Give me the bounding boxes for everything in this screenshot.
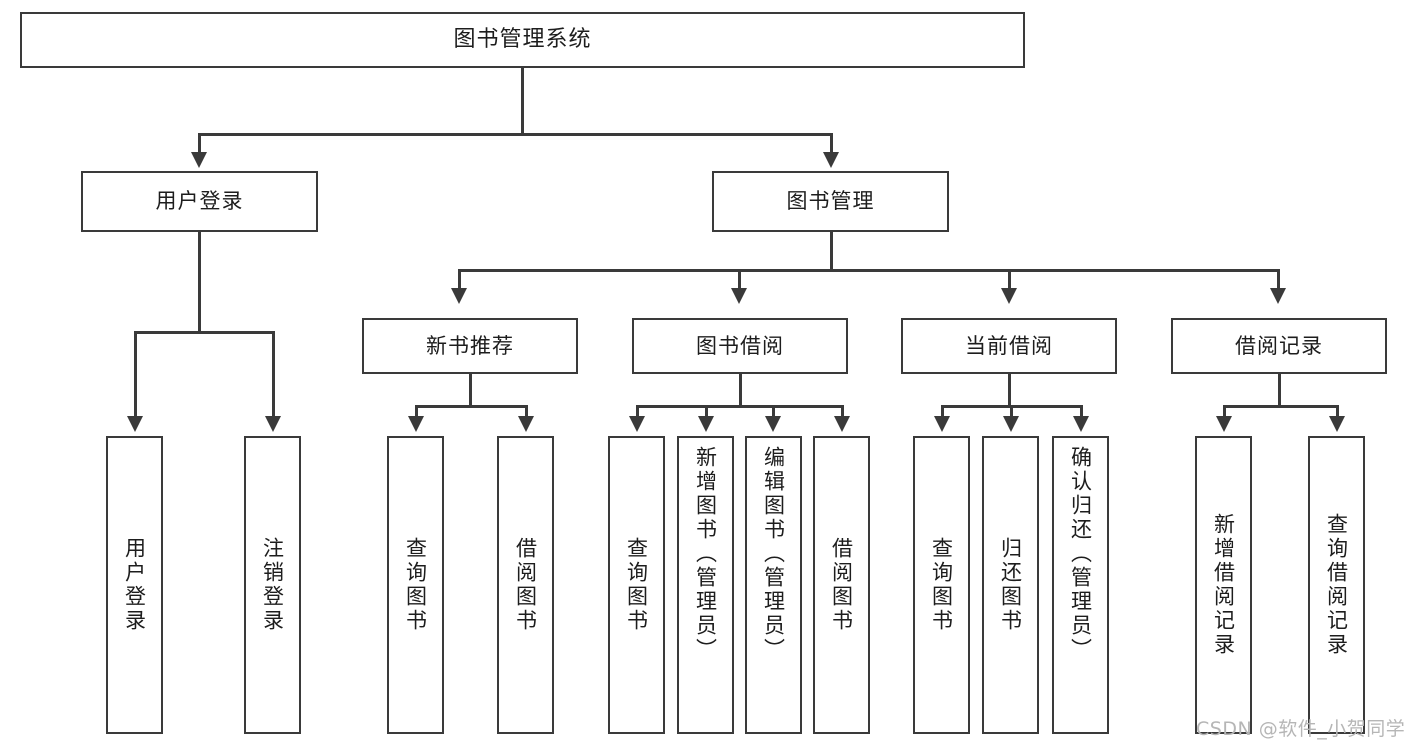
leaf-label: 归还图书 <box>998 537 1023 633</box>
leaf-label: 编辑图书（管理员） <box>761 446 786 662</box>
node-label: 新书推荐 <box>426 333 514 358</box>
leaf-label: 查询图书 <box>624 537 649 633</box>
arrow-to-current-borrow <box>1001 288 1017 304</box>
arrow-to-book-management <box>823 152 839 168</box>
node-current-borrow[interactable]: 当前借阅 <box>901 318 1117 374</box>
connector-user-login-drop-2 <box>272 331 275 419</box>
leaf-label: 借阅图书 <box>513 537 538 633</box>
leaf-bb-edit-book[interactable]: 编辑图书（管理员） <box>745 436 802 734</box>
connector-cb-drop-2 <box>1010 405 1013 419</box>
connector-nbr-drop-2 <box>525 405 528 419</box>
arrow-to-leaf-br-query-record <box>1329 416 1345 432</box>
leaf-user-login[interactable]: 用户登录 <box>106 436 163 734</box>
node-label: 图书管理 <box>786 189 875 214</box>
connector-root-stem <box>521 68 524 134</box>
connector-user-login-drop-1 <box>134 331 137 419</box>
leaf-cb-query-book[interactable]: 查询图书 <box>913 436 970 734</box>
leaf-bb-query-book[interactable]: 查询图书 <box>608 436 665 734</box>
connector-bm-drop-3 <box>1008 269 1011 291</box>
connector-nbr-drop-1 <box>415 405 418 419</box>
node-root-book-management-system[interactable]: 图书管理系统 <box>20 12 1025 68</box>
connector-root-drop-left <box>198 133 201 155</box>
node-label: 用户登录 <box>155 189 244 214</box>
leaf-label: 注销登录 <box>260 537 285 633</box>
connector-bb-drop-3 <box>772 405 775 419</box>
leaf-logout[interactable]: 注销登录 <box>244 436 301 734</box>
leaf-label: 查询图书 <box>403 537 428 633</box>
connector-br-stem <box>1278 374 1281 407</box>
arrow-to-leaf-cb-query-book <box>934 416 950 432</box>
connector-br-bus <box>1223 405 1336 408</box>
leaf-br-add-record[interactable]: 新增借阅记录 <box>1195 436 1252 734</box>
node-book-borrow[interactable]: 图书借阅 <box>632 318 848 374</box>
connector-book-management-stem <box>830 232 833 271</box>
connector-cb-drop-3 <box>1080 405 1083 419</box>
leaf-label: 用户登录 <box>122 537 147 633</box>
connector-user-login-bus <box>134 331 274 334</box>
connector-root-bus <box>198 133 832 136</box>
node-label: 图书管理系统 <box>453 27 592 53</box>
node-book-management[interactable]: 图书管理 <box>712 171 949 232</box>
connector-cb-drop-1 <box>941 405 944 419</box>
connector-root-drop-right <box>830 133 833 155</box>
connector-bb-stem <box>739 374 742 407</box>
connector-bm-drop-1 <box>458 269 461 291</box>
connector-br-drop-2 <box>1336 405 1339 419</box>
arrow-to-borrow-record <box>1270 288 1286 304</box>
arrow-to-book-borrow <box>731 288 747 304</box>
arrow-to-leaf-cb-confirm-return <box>1073 416 1089 432</box>
connector-bb-drop-1 <box>636 405 639 419</box>
arrow-to-leaf-nbr-query-book <box>408 416 424 432</box>
node-user-login[interactable]: 用户登录 <box>81 171 318 232</box>
leaf-nbr-borrow-book[interactable]: 借阅图书 <box>497 436 554 734</box>
connector-bm-drop-4 <box>1277 269 1280 291</box>
node-borrow-record[interactable]: 借阅记录 <box>1171 318 1387 374</box>
leaf-bb-add-book[interactable]: 新增图书（管理员） <box>677 436 734 734</box>
arrow-to-leaf-bb-borrow-book <box>834 416 850 432</box>
arrow-to-leaf-logout <box>265 416 281 432</box>
connector-bm-drop-2 <box>738 269 741 291</box>
arrow-to-leaf-bb-edit-book <box>765 416 781 432</box>
arrow-to-leaf-cb-return-book <box>1003 416 1019 432</box>
leaf-label: 借阅图书 <box>829 537 854 633</box>
arrow-to-leaf-bb-query-book <box>629 416 645 432</box>
arrow-to-new-book-recommend <box>451 288 467 304</box>
arrow-to-leaf-br-add-record <box>1216 416 1232 432</box>
arrow-to-leaf-nbr-borrow-book <box>518 416 534 432</box>
leaf-br-query-record[interactable]: 查询借阅记录 <box>1308 436 1365 734</box>
leaf-cb-confirm-return[interactable]: 确认归还（管理员） <box>1052 436 1109 734</box>
leaf-label: 查询图书 <box>929 537 954 633</box>
leaf-bb-borrow-book[interactable]: 借阅图书 <box>813 436 870 734</box>
arrow-to-leaf-user-login <box>127 416 143 432</box>
connector-br-drop-1 <box>1223 405 1226 419</box>
leaf-nbr-query-book[interactable]: 查询图书 <box>387 436 444 734</box>
node-label: 图书借阅 <box>696 333 784 358</box>
arrow-to-user-login <box>191 152 207 168</box>
node-label: 当前借阅 <box>965 333 1053 358</box>
connector-book-management-bus <box>458 269 1279 272</box>
connector-nbr-bus <box>415 405 525 408</box>
node-label: 借阅记录 <box>1235 333 1323 358</box>
leaf-cb-return-book[interactable]: 归还图书 <box>982 436 1039 734</box>
connector-nbr-stem <box>469 374 472 407</box>
connector-bb-drop-4 <box>841 405 844 419</box>
arrow-to-leaf-bb-add-book <box>698 416 714 432</box>
connector-bb-drop-2 <box>705 405 708 419</box>
node-new-book-recommend[interactable]: 新书推荐 <box>362 318 578 374</box>
leaf-label: 查询借阅记录 <box>1324 513 1349 657</box>
leaf-label: 新增借阅记录 <box>1211 513 1236 657</box>
connector-cb-stem <box>1008 374 1011 407</box>
leaf-label: 新增图书（管理员） <box>693 446 718 662</box>
connector-user-login-stem <box>198 232 201 333</box>
connector-bb-bus <box>636 405 843 408</box>
leaf-label: 确认归还（管理员） <box>1068 446 1093 662</box>
